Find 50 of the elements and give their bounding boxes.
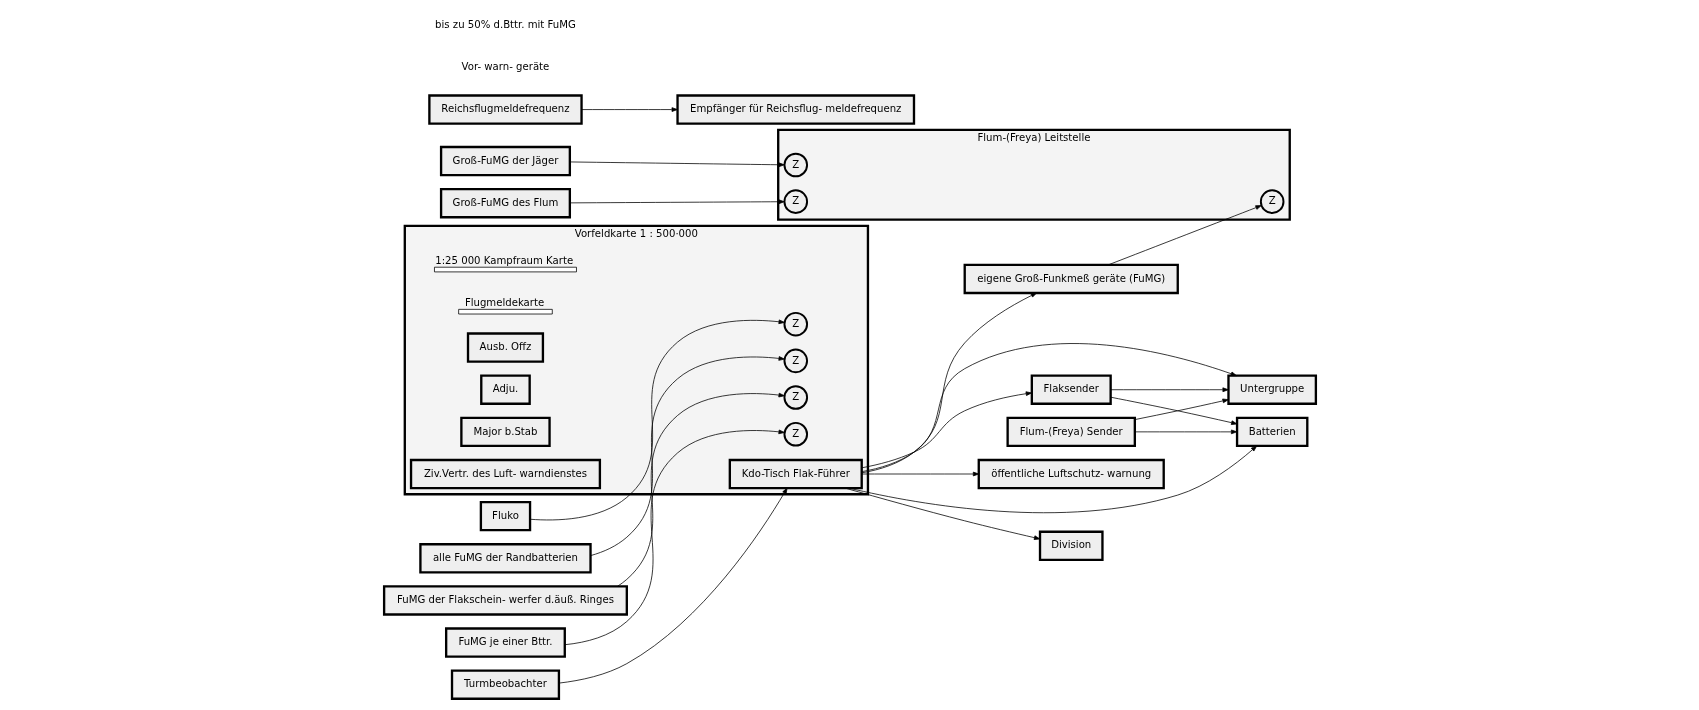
- arrow: [558, 487, 788, 684]
- node-box: Turmbeobachter: [450, 669, 560, 700]
- arrow: [860, 391, 1032, 469]
- node-circle: Z: [782, 421, 808, 447]
- node-box: Fluko: [479, 500, 531, 532]
- node-box: Flaksender: [1030, 374, 1112, 405]
- arrow: [569, 161, 785, 168]
- node-box: öffentliche Luftschutz- warnung: [977, 458, 1165, 490]
- node-box: Kdo-Tisch Flak-Führer: [728, 458, 863, 490]
- node-box: Batterien: [1235, 416, 1308, 448]
- arrow: [861, 343, 1237, 472]
- node-box: Adju.: [479, 374, 531, 405]
- arrow: [616, 392, 785, 587]
- arrow: [1109, 387, 1229, 393]
- arrow: [529, 319, 785, 521]
- node-box: Groß-FuMG der Jäger: [439, 145, 571, 177]
- arrow: [564, 429, 785, 646]
- node-circle: Z: [782, 152, 808, 178]
- node-circle: Z: [782, 189, 808, 214]
- node-box: alle FuMG der Randbatterien: [418, 543, 592, 574]
- node-box: Ausb. Offz: [466, 332, 544, 363]
- node-box: Untergruppe: [1226, 374, 1317, 405]
- node-circle: Z: [782, 348, 808, 374]
- arrow: [589, 356, 785, 556]
- arrow: [844, 487, 1040, 540]
- node-box: Flum-(Freya) Sender: [1005, 416, 1136, 448]
- arrow: [569, 199, 785, 205]
- label: Vor- warn- geräte: [461, 61, 549, 73]
- arrow: [1134, 398, 1229, 420]
- node-box: Empfänger für Reichsflug- meldefrequenz: [675, 94, 915, 125]
- node-circle: Z: [782, 311, 808, 337]
- node-circle: Z: [1259, 189, 1284, 214]
- node-box: eigene Groß-Funkmeß geräte (FuMG): [963, 263, 1179, 295]
- node-box: Groß-FuMG des Flum: [439, 188, 571, 219]
- arrow: [1134, 429, 1237, 435]
- node-box: Major b.Stab: [459, 416, 551, 448]
- arrow: [860, 292, 1037, 474]
- arrow: [1109, 396, 1237, 425]
- arrow: [1107, 205, 1262, 266]
- node-box: FuMG je einer Bttr.: [444, 627, 566, 658]
- arrow: [580, 107, 678, 112]
- node-box: Reichsflugmeldefrequenz: [427, 94, 583, 125]
- arrow: [860, 471, 979, 477]
- label: bis zu 50% d.Bttr. mit FuMG: [434, 18, 576, 30]
- node-box: FuMG der Flakschein- werfer d.äuß. Ringes: [382, 585, 628, 616]
- node-box: Division: [1038, 530, 1104, 561]
- node-circle: Z: [782, 385, 808, 410]
- node-label: 1:25 000 Kampfraum Karte: [434, 254, 573, 266]
- node-box: Ziv.Vertr. des Luft- warndienstes: [409, 458, 601, 490]
- node-label: Flugmeldekarte: [464, 296, 544, 308]
